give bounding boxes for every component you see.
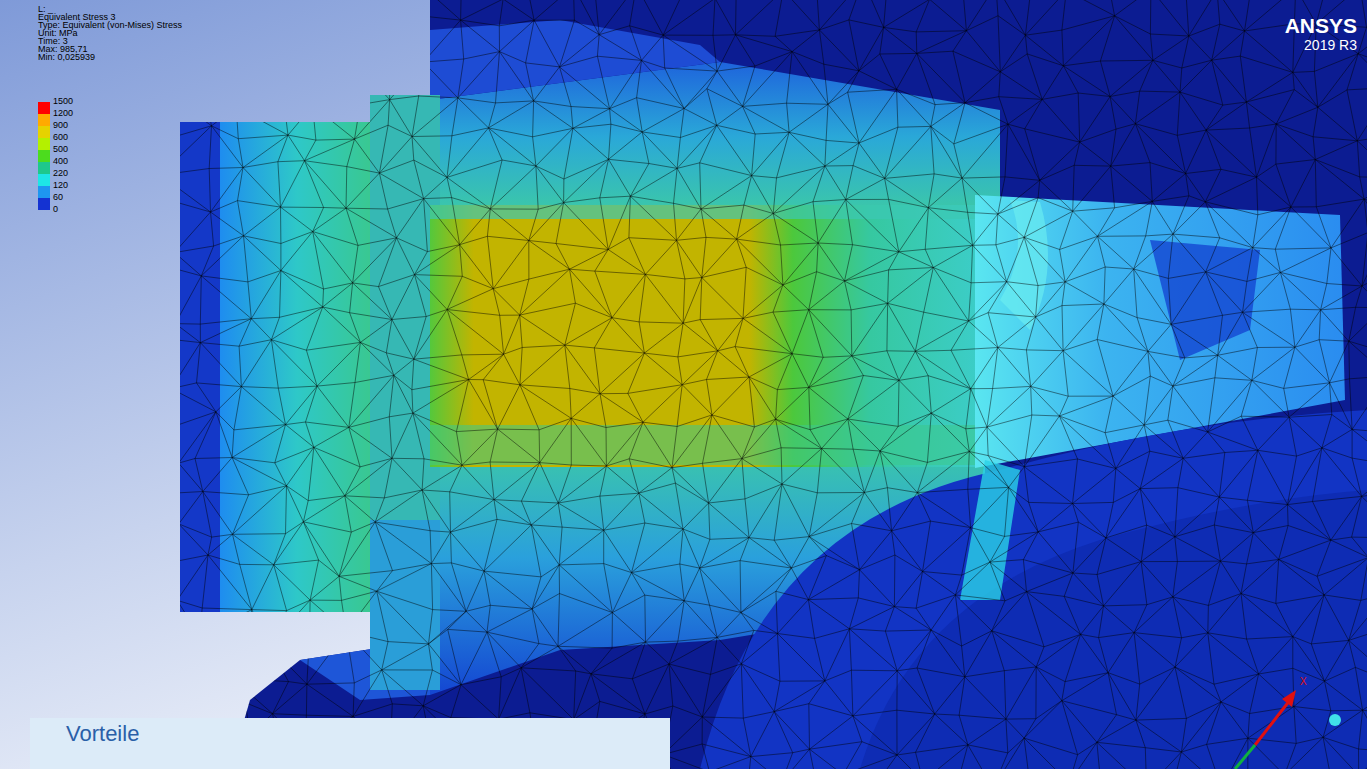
axis-label: X: [1300, 676, 1307, 687]
legend-swatch: [38, 114, 50, 126]
legend-value: 0: [53, 205, 58, 215]
legend-swatch: [38, 102, 50, 114]
legend-value: 900: [53, 121, 68, 131]
legend-swatch: [38, 198, 50, 210]
legend-swatch: [38, 150, 50, 162]
version-label: 2019 R3: [1304, 38, 1357, 53]
legend-value: 1200: [53, 109, 73, 119]
info-panel: Vorteile: [30, 718, 670, 769]
legend-value: 600: [53, 133, 68, 143]
legend-value: 120: [53, 181, 68, 191]
panel-heading: Vorteile: [66, 722, 634, 746]
legend-swatch: [38, 174, 50, 186]
legend-swatch: [38, 186, 50, 198]
legend-value: 1500: [53, 97, 73, 107]
brand-logo: ANSYS: [1285, 14, 1357, 37]
legend-value: 60: [53, 193, 63, 203]
legend-value: 220: [53, 169, 68, 179]
legend-swatch: [38, 126, 50, 138]
legend-value: 400: [53, 157, 68, 167]
legend-swatch: [38, 162, 50, 174]
legend-value: 500: [53, 145, 68, 155]
min-value: Min: 0,025939: [38, 53, 95, 63]
legend-swatch: [38, 138, 50, 150]
